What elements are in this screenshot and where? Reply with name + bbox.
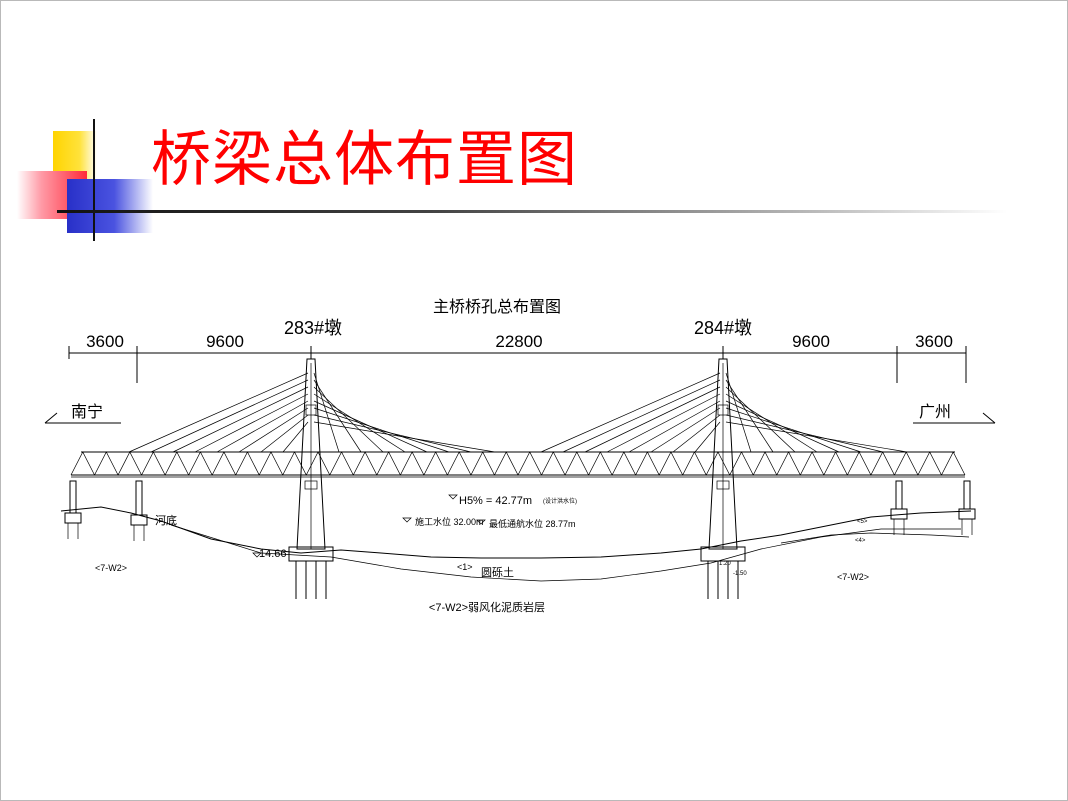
pylon-283-anchor <box>305 404 317 416</box>
pylon-283-cap <box>288 546 334 562</box>
cables-284-cable <box>725 407 862 453</box>
span-label-left-main: 9600 <box>206 332 244 351</box>
slide-title: 桥梁总体布置图 <box>151 125 578 195</box>
water-level-symbol <box>476 519 486 525</box>
cables-283-cable <box>260 414 309 453</box>
cables-283-cable <box>313 407 450 453</box>
bedrock-label: <7-W2>弱风化泥质岩层 <box>429 600 545 614</box>
cables-283-cable <box>150 379 309 453</box>
drawing-subtitle: 主桥桥孔总布置图 <box>433 298 561 316</box>
cables-283-cable <box>313 414 472 453</box>
cables-284-cable <box>650 407 721 453</box>
span-label-right-main: 9600 <box>792 332 830 351</box>
small-mark-1: 1.20 <box>719 561 731 567</box>
cables-284-cable <box>725 421 908 453</box>
water-level-design: H5% = 42.77m <box>459 495 532 507</box>
cables-284-cable <box>694 421 721 453</box>
pebble-layer-label: 圆砾土 <box>481 566 514 579</box>
cables-284-cable <box>606 393 721 453</box>
small-mark-2: -1.50 <box>733 571 747 577</box>
span-label-left-side: 3600 <box>86 332 124 351</box>
elevation-label: 14.66 <box>259 548 287 560</box>
geology-left-label: <7-W2> <box>95 563 127 573</box>
span-dimension-lines <box>68 346 967 383</box>
direction-label-guangzhou: 广州 <box>919 403 951 421</box>
pier-right-side-column <box>895 480 903 510</box>
cables-284-cable <box>562 379 721 453</box>
cables-284-cable <box>540 372 721 453</box>
pier-right-end-column <box>963 480 971 510</box>
cables-283-cable <box>172 386 309 453</box>
cables-284-cable <box>672 414 721 453</box>
pylon-283-crossbeam <box>304 480 318 490</box>
elevation-symbol <box>252 552 262 558</box>
water-level-navigation: 最低通航水位 28.77m <box>489 518 576 529</box>
pier-right-end-cap <box>958 508 976 520</box>
cables-284-cable <box>628 400 721 453</box>
water-level-symbol <box>402 517 412 523</box>
water-level-construction: 施工水位 32.00m <box>415 516 484 527</box>
direction-label-nanning: 南宁 <box>71 403 103 421</box>
river-bed-profile <box>60 506 972 559</box>
cables-284-cable <box>725 414 884 453</box>
cables-283-cable <box>282 421 309 453</box>
cables-283-cable <box>194 393 309 453</box>
pier-left-end-cap <box>64 512 82 524</box>
water-level-design-note: (设计洪水位) <box>543 497 577 505</box>
pier-left-end-column <box>69 480 77 514</box>
pier-left-side-column <box>135 480 143 516</box>
pier-label-283: 283#墩 <box>284 318 342 338</box>
decor-blue-square <box>67 179 153 233</box>
layer-1-label: <1> <box>457 562 473 572</box>
cables-284-cable <box>584 386 721 453</box>
river-bed-label: 河底 <box>155 513 177 527</box>
direction-arrows <box>44 412 996 424</box>
water-level-symbol <box>448 494 458 500</box>
pebble-layer-line <box>170 524 961 582</box>
right-bank-layer-line <box>780 532 970 544</box>
bridge-structure <box>60 358 976 599</box>
span-label-right-side: 3600 <box>915 332 953 351</box>
pylon-284-crossbeam <box>716 480 730 490</box>
pier-label-284: 284#墩 <box>694 318 752 338</box>
cables-283-cable <box>216 400 309 453</box>
pylon-283-tower <box>296 358 326 550</box>
right-bank-layer-5: <5> <box>857 519 868 525</box>
decor-vertical-line <box>93 119 95 241</box>
cables-283-cable <box>238 407 309 453</box>
span-label-center: 22800 <box>495 332 542 351</box>
cables-283-cable <box>313 421 496 453</box>
geology-right-label: <7-W2> <box>837 572 869 582</box>
truss-web <box>70 451 966 476</box>
right-bank-layer-4: <4> <box>855 538 866 544</box>
pylon-284-cap <box>700 546 746 562</box>
pylon-284-anchor <box>717 404 729 416</box>
pylon-284-tower <box>708 358 738 550</box>
title-underline <box>57 210 1007 213</box>
cables-283-cable <box>128 372 309 453</box>
